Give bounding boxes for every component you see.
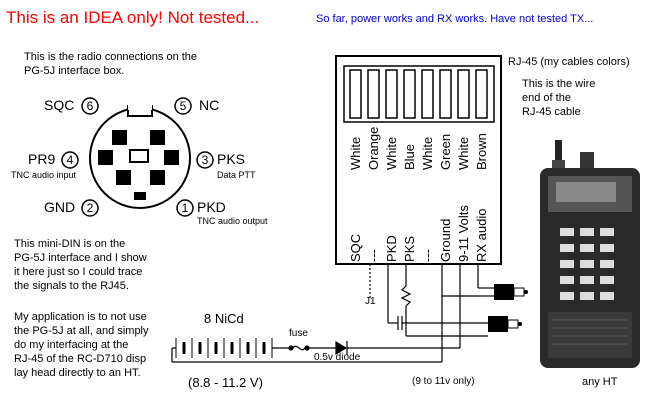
pin-4-number: 4 xyxy=(67,153,74,167)
battery-label: 8 NiCd xyxy=(204,311,244,326)
diode-label: 0.5v diode xyxy=(314,352,361,363)
mini-din-note-line4: the signals to the RJ45. xyxy=(14,280,129,292)
application-note-line2: the PG-5J at all, and simply xyxy=(14,325,149,337)
supply-note: (9 to 11v only) xyxy=(412,376,475,387)
handheld-radio xyxy=(540,140,640,368)
din-pin-5 xyxy=(150,130,165,145)
connector-caption-line2: PG-5J interface box. xyxy=(24,65,125,77)
rj45-wire-note-line1: This is the wire xyxy=(522,78,596,90)
din-pin-4 xyxy=(98,150,113,165)
fuse-symbol xyxy=(288,345,336,351)
wire-color-6: Green xyxy=(438,134,453,170)
audio-plug-rx xyxy=(494,284,528,300)
application-note-line5: lay head directly to an HT. xyxy=(14,367,141,379)
application-note-line3: do my interfacing at the xyxy=(14,339,129,351)
audio-plug-tx xyxy=(488,316,522,332)
status-note: So far, power works and RX works. Have n… xyxy=(316,13,594,25)
connector-caption-line1: This is the radio connections on the xyxy=(24,51,198,63)
signal-4: PKS xyxy=(402,236,417,262)
wire-color-2: Orange xyxy=(366,127,381,170)
din-pin-2 xyxy=(116,170,131,185)
pin-pks-label: PKS xyxy=(217,151,246,167)
pin-6-number: 6 xyxy=(87,99,94,113)
mini-din-note-line1: This mini-DIN is on the xyxy=(14,238,126,250)
pin-1-number: 1 xyxy=(182,201,189,215)
pin-gnd-label: GND xyxy=(44,199,76,215)
signal-7: 9-11 Volts xyxy=(456,205,471,262)
pin-nc-label: NC xyxy=(199,97,220,113)
signal-6: Ground xyxy=(438,219,453,262)
din-pin-1 xyxy=(150,170,165,185)
signal-2: --- xyxy=(366,249,381,262)
pin-2-number: 2 xyxy=(87,201,94,215)
fuse-label: fuse xyxy=(289,328,308,339)
din-center-key xyxy=(129,149,149,163)
pin-sqc-label: SQC xyxy=(44,97,75,113)
ht-label: any HT xyxy=(582,376,618,388)
pin-pks-note: Data PTT xyxy=(217,170,256,180)
signal-5: --- xyxy=(420,249,435,262)
j1-label: J1 xyxy=(365,296,376,307)
wire-color-5: White xyxy=(420,137,435,170)
wire-color-7: White xyxy=(456,137,471,170)
wire-color-3: White xyxy=(384,137,399,170)
pin-pr9-note: TNC audio input xyxy=(11,170,77,180)
wire-color-8: Brown xyxy=(474,133,489,170)
pin-5-number: 5 xyxy=(180,99,187,113)
application-note-line4: RJ-45 of the RC-D710 disp xyxy=(14,353,147,365)
wire-color-1: White xyxy=(348,137,363,170)
application-note-line1: My application is to not use xyxy=(14,311,147,323)
rj45-wire-note-line2: end of the xyxy=(522,92,571,104)
battery-pack xyxy=(171,336,443,363)
diode-symbol xyxy=(335,340,360,356)
wiring xyxy=(360,264,494,349)
pin-3-number: 3 xyxy=(202,153,209,167)
pin-pr9-label: PR9 xyxy=(28,151,56,167)
pin-pkd-label: PKD xyxy=(197,199,226,215)
signal-8: RX audio xyxy=(474,209,489,262)
page-title: This is an IDEA only! Not tested... xyxy=(6,8,260,27)
signal-3: PKD xyxy=(384,235,399,262)
pin-pkd-note: TNC audio output xyxy=(197,216,268,226)
voltage-range: (8.8 - 11.2 V) xyxy=(188,375,263,390)
mini-din-connector xyxy=(89,104,191,209)
rj45-title: RJ-45 (my cables colors) xyxy=(508,56,630,68)
mini-din-note-line2: PG-5J interface and I show xyxy=(14,252,147,264)
mini-din-note-line3: it here just so I could trace xyxy=(14,266,143,278)
din-pin-6 xyxy=(112,130,127,145)
rj45-connector xyxy=(335,55,502,265)
wire-color-4: Blue xyxy=(402,144,417,170)
din-pin-3 xyxy=(164,150,179,165)
signal-1: SQC xyxy=(348,234,363,262)
rj45-wire-note-line3: RJ-45 cable xyxy=(522,106,581,118)
